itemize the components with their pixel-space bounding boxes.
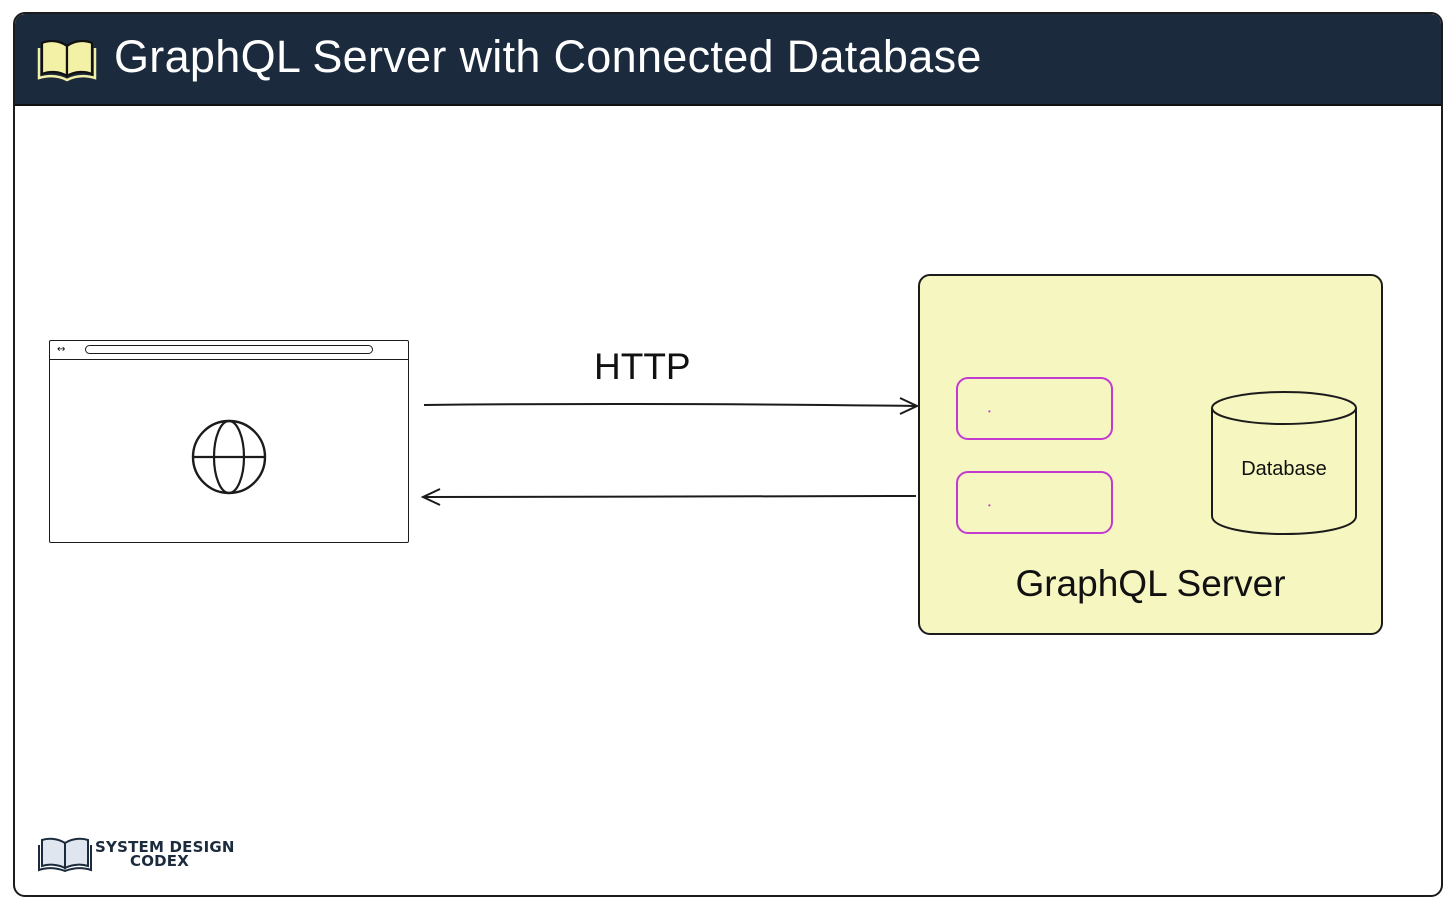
open-book-icon — [38, 837, 92, 872]
server-component-1: • — [956, 377, 1113, 440]
open-book-icon — [37, 39, 97, 82]
brand-name-line2: CODEX — [130, 852, 190, 870]
server-label-text: GraphQL Server — [1015, 563, 1286, 604]
page-title: GraphQL Server with Connected Database — [114, 31, 982, 82]
component-dot-icon: • — [988, 501, 991, 510]
browser-nav-arrows-icon: ↔ — [57, 344, 66, 355]
title-bar: GraphQL Server with Connected Database — [15, 14, 1441, 106]
server-component-2: • — [956, 471, 1113, 534]
brand-logo: SYSTEM DESIGN CODEX — [37, 834, 237, 874]
browser-address-bar — [85, 345, 373, 354]
graphql-server-box: • • Database GraphQL Server — [918, 274, 1383, 635]
browser-toolbar: ↔ — [50, 341, 408, 360]
database-cylinder-icon — [1211, 391, 1357, 535]
brand-name-line1: SYSTEM DESIGN — [95, 838, 235, 856]
server-label: GraphQL Server — [920, 563, 1385, 605]
component-dot-icon: • — [988, 407, 991, 416]
globe-icon — [191, 419, 267, 495]
client-browser-window: ↔ — [49, 340, 409, 543]
http-label: HTTP — [594, 346, 691, 387]
database-label: Database — [1241, 458, 1327, 480]
